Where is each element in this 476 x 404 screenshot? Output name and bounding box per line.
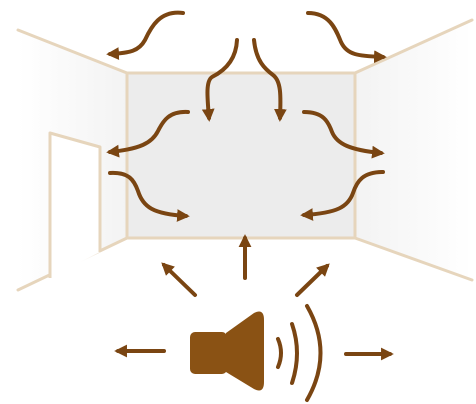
sound-waves-icon: [276, 304, 323, 402]
arrow-up-right: [295, 263, 330, 297]
right-ceiling-edge: [353, 18, 474, 75]
arrow-upper-left: [106, 109, 190, 158]
arrow-top-left-outer: [106, 10, 185, 60]
door-icon: [48, 131, 102, 278]
room: [16, 18, 474, 292]
right-floor-edge: [353, 236, 474, 282]
arrow-lower-right: [300, 170, 385, 221]
left-ceiling-edge: [16, 28, 129, 75]
right-wall: [355, 20, 472, 280]
arrow-top-right-outer: [306, 11, 387, 64]
arrow-top-center-right: [252, 38, 287, 122]
arrow-top-center-left: [201, 38, 239, 122]
arrow-lower-left: [108, 170, 190, 222]
speaker-icon: [190, 311, 264, 391]
arrow-up-left: [161, 262, 197, 297]
back-wall: [125, 71, 357, 240]
arrow-upper-right: [302, 110, 385, 159]
